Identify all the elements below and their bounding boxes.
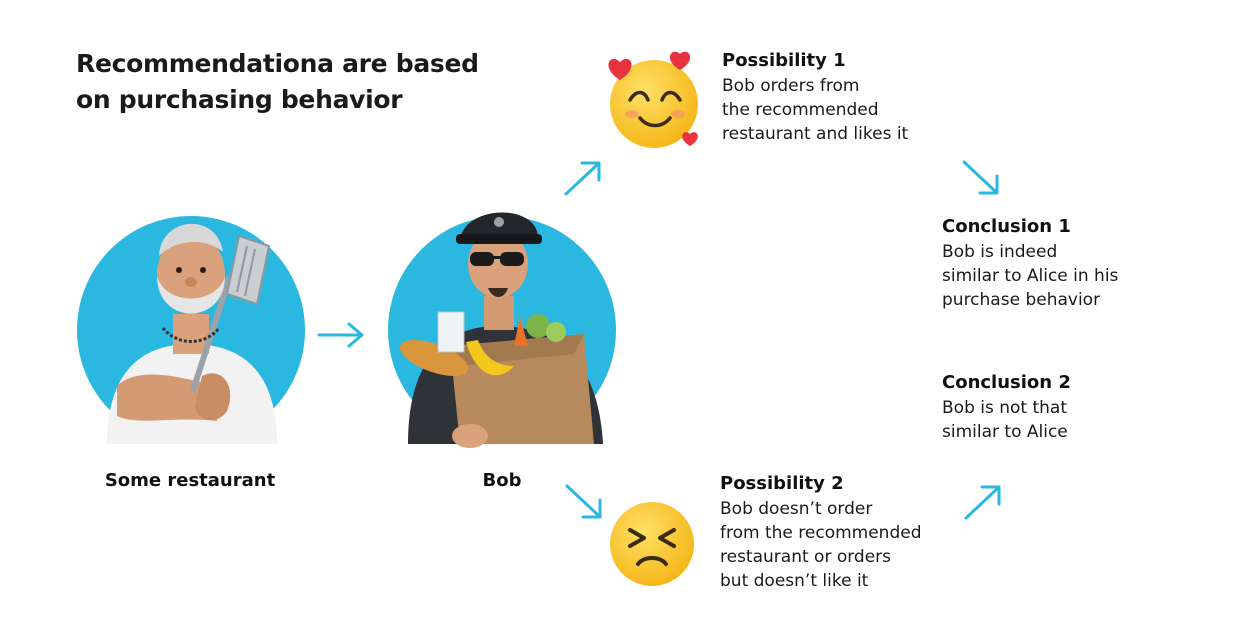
conclusion-2-line: Bob is not that [942, 398, 1068, 418]
diagram-title: Recommendationa are based on purchasing … [76, 46, 496, 118]
arrow-down-right-icon [962, 160, 999, 195]
arrow-right-icon [317, 322, 364, 348]
confounded-face-icon [610, 502, 694, 586]
conclusion-1-heading: Conclusion 1 [942, 216, 1071, 237]
bob-label: Bob [482, 470, 522, 491]
title-line-1: Recommendationa are based [76, 49, 479, 78]
possibility-2-block: Possibility 2 Bob doesn’t order from the… [720, 471, 922, 593]
restaurant-label: Some restaurant [104, 470, 276, 491]
bob-circle [388, 212, 616, 448]
arrow-down-right-icon [565, 484, 602, 519]
possibility-2-line: restaurant or orders [720, 547, 892, 567]
conclusion-2-line: similar to Alice [942, 422, 1068, 442]
conclusion-1-line: purchase behavior [942, 290, 1101, 310]
possibility-2-line: Bob doesn’t order [720, 499, 873, 519]
title-line-2: on purchasing behavior [76, 85, 403, 114]
possibility-2-line: but doesn’t like it [720, 571, 869, 591]
possibility-1-heading: Possibility 1 [722, 50, 846, 71]
smiling-face-with-hearts-icon [608, 51, 698, 148]
conclusion-1-line: similar to Alice in his [942, 266, 1119, 286]
possibility-2-heading: Possibility 2 [720, 473, 844, 494]
conclusion-1-block: Conclusion 1 Bob is indeed similar to Al… [942, 214, 1118, 312]
conclusion-2-heading: Conclusion 2 [942, 372, 1071, 393]
possibility-1-line: the recommended [722, 100, 879, 120]
conclusion-2-block: Conclusion 2 Bob is not that similar to … [942, 370, 1071, 444]
arrow-up-right-icon [564, 161, 601, 196]
conclusion-1-line: Bob is indeed [942, 242, 1058, 262]
possibility-1-line: Bob orders from [722, 76, 860, 96]
restaurant-circle [77, 216, 305, 444]
possibility-1-block: Possibility 1 Bob orders from the recomm… [722, 48, 908, 146]
arrow-up-right-icon [964, 485, 1001, 520]
police-officer-illustration-icon [399, 212, 603, 448]
possibility-2-line: from the recommended [720, 523, 922, 543]
chef-illustration-icon [107, 223, 277, 444]
possibility-1-line: restaurant and likes it [722, 124, 909, 144]
